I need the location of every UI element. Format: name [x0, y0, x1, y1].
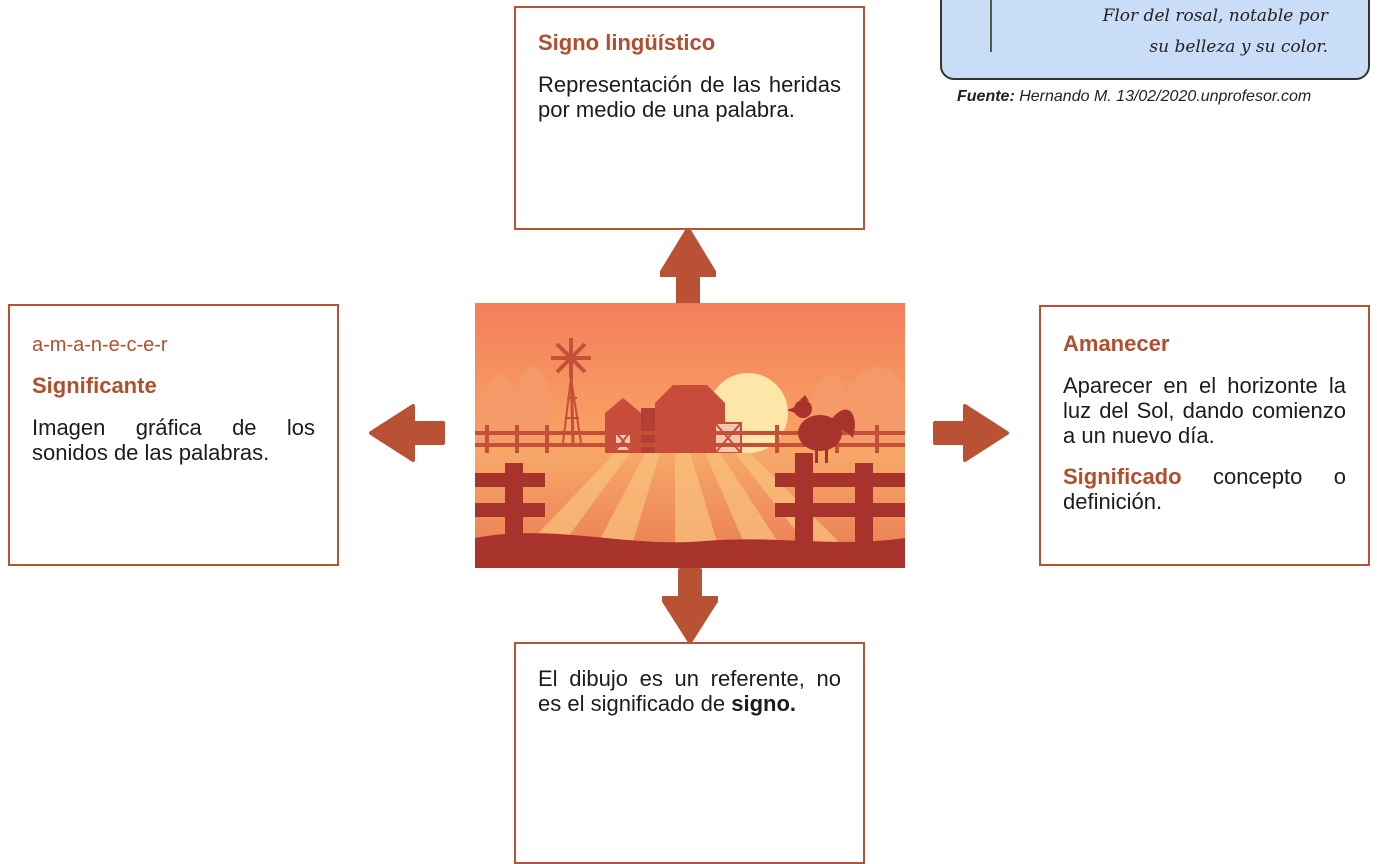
significante-box: a-m-a-n-e-c-e-r Significante Imagen gráf…	[8, 304, 339, 566]
rooster-icon	[787, 395, 855, 463]
amanecer-title: Amanecer	[1063, 331, 1170, 356]
significado-line: Significado concepto o definición.	[1063, 464, 1346, 514]
arrow-down-icon	[662, 568, 718, 644]
referente-text: El dibujo es un referente, no es el sign…	[538, 666, 841, 716]
spelled-word: a-m-a-n-e-c-e-r	[32, 334, 168, 356]
signo-linguistico-text: Representación de las heridas por medio …	[538, 72, 841, 122]
windmill-icon	[551, 338, 591, 444]
signo-word: signo.	[731, 691, 797, 716]
significante-title: Significante	[32, 373, 157, 398]
arrow-left-icon	[369, 404, 445, 462]
significante-text: Imagen gráfica de los sonidos de las pal…	[32, 415, 315, 465]
definition-card: Flor del rosal, notable por su belleza y…	[940, 0, 1370, 80]
significado-box: Amanecer Aparecer en el horizonte la luz…	[1039, 305, 1370, 566]
arrow-up-icon	[660, 229, 716, 305]
signo-linguistico-title: Signo lingüístico	[538, 30, 716, 55]
signo-linguistico-box: Signo lingüístico Representación de las …	[514, 6, 865, 230]
card-stem-line	[990, 0, 992, 52]
card-text-line-1: Flor del rosal, notable por	[1102, 6, 1328, 26]
farm-sunrise-illustration	[475, 303, 905, 568]
referente-sentence: El dibujo es un referente, no es el sign…	[538, 666, 841, 716]
amanecer-definition: Aparecer en el horizonte la luz del Sol,…	[1063, 373, 1346, 448]
fence-icon	[475, 453, 905, 563]
source-text: Hernando M. 13/02/2020.unprofesor.com	[1014, 88, 1312, 105]
source-caption: Fuente: Hernando M. 13/02/2020.unprofeso…	[957, 88, 1372, 106]
significado-term: Significado	[1063, 464, 1182, 489]
referente-box: El dibujo es un referente, no es el sign…	[514, 642, 865, 864]
arrow-right-icon	[933, 404, 1009, 462]
significado-text: concepto o definición.	[1063, 464, 1346, 514]
source-label: Fuente:	[957, 88, 1015, 105]
card-text-line-2: su belleza y su color.	[1149, 37, 1328, 57]
